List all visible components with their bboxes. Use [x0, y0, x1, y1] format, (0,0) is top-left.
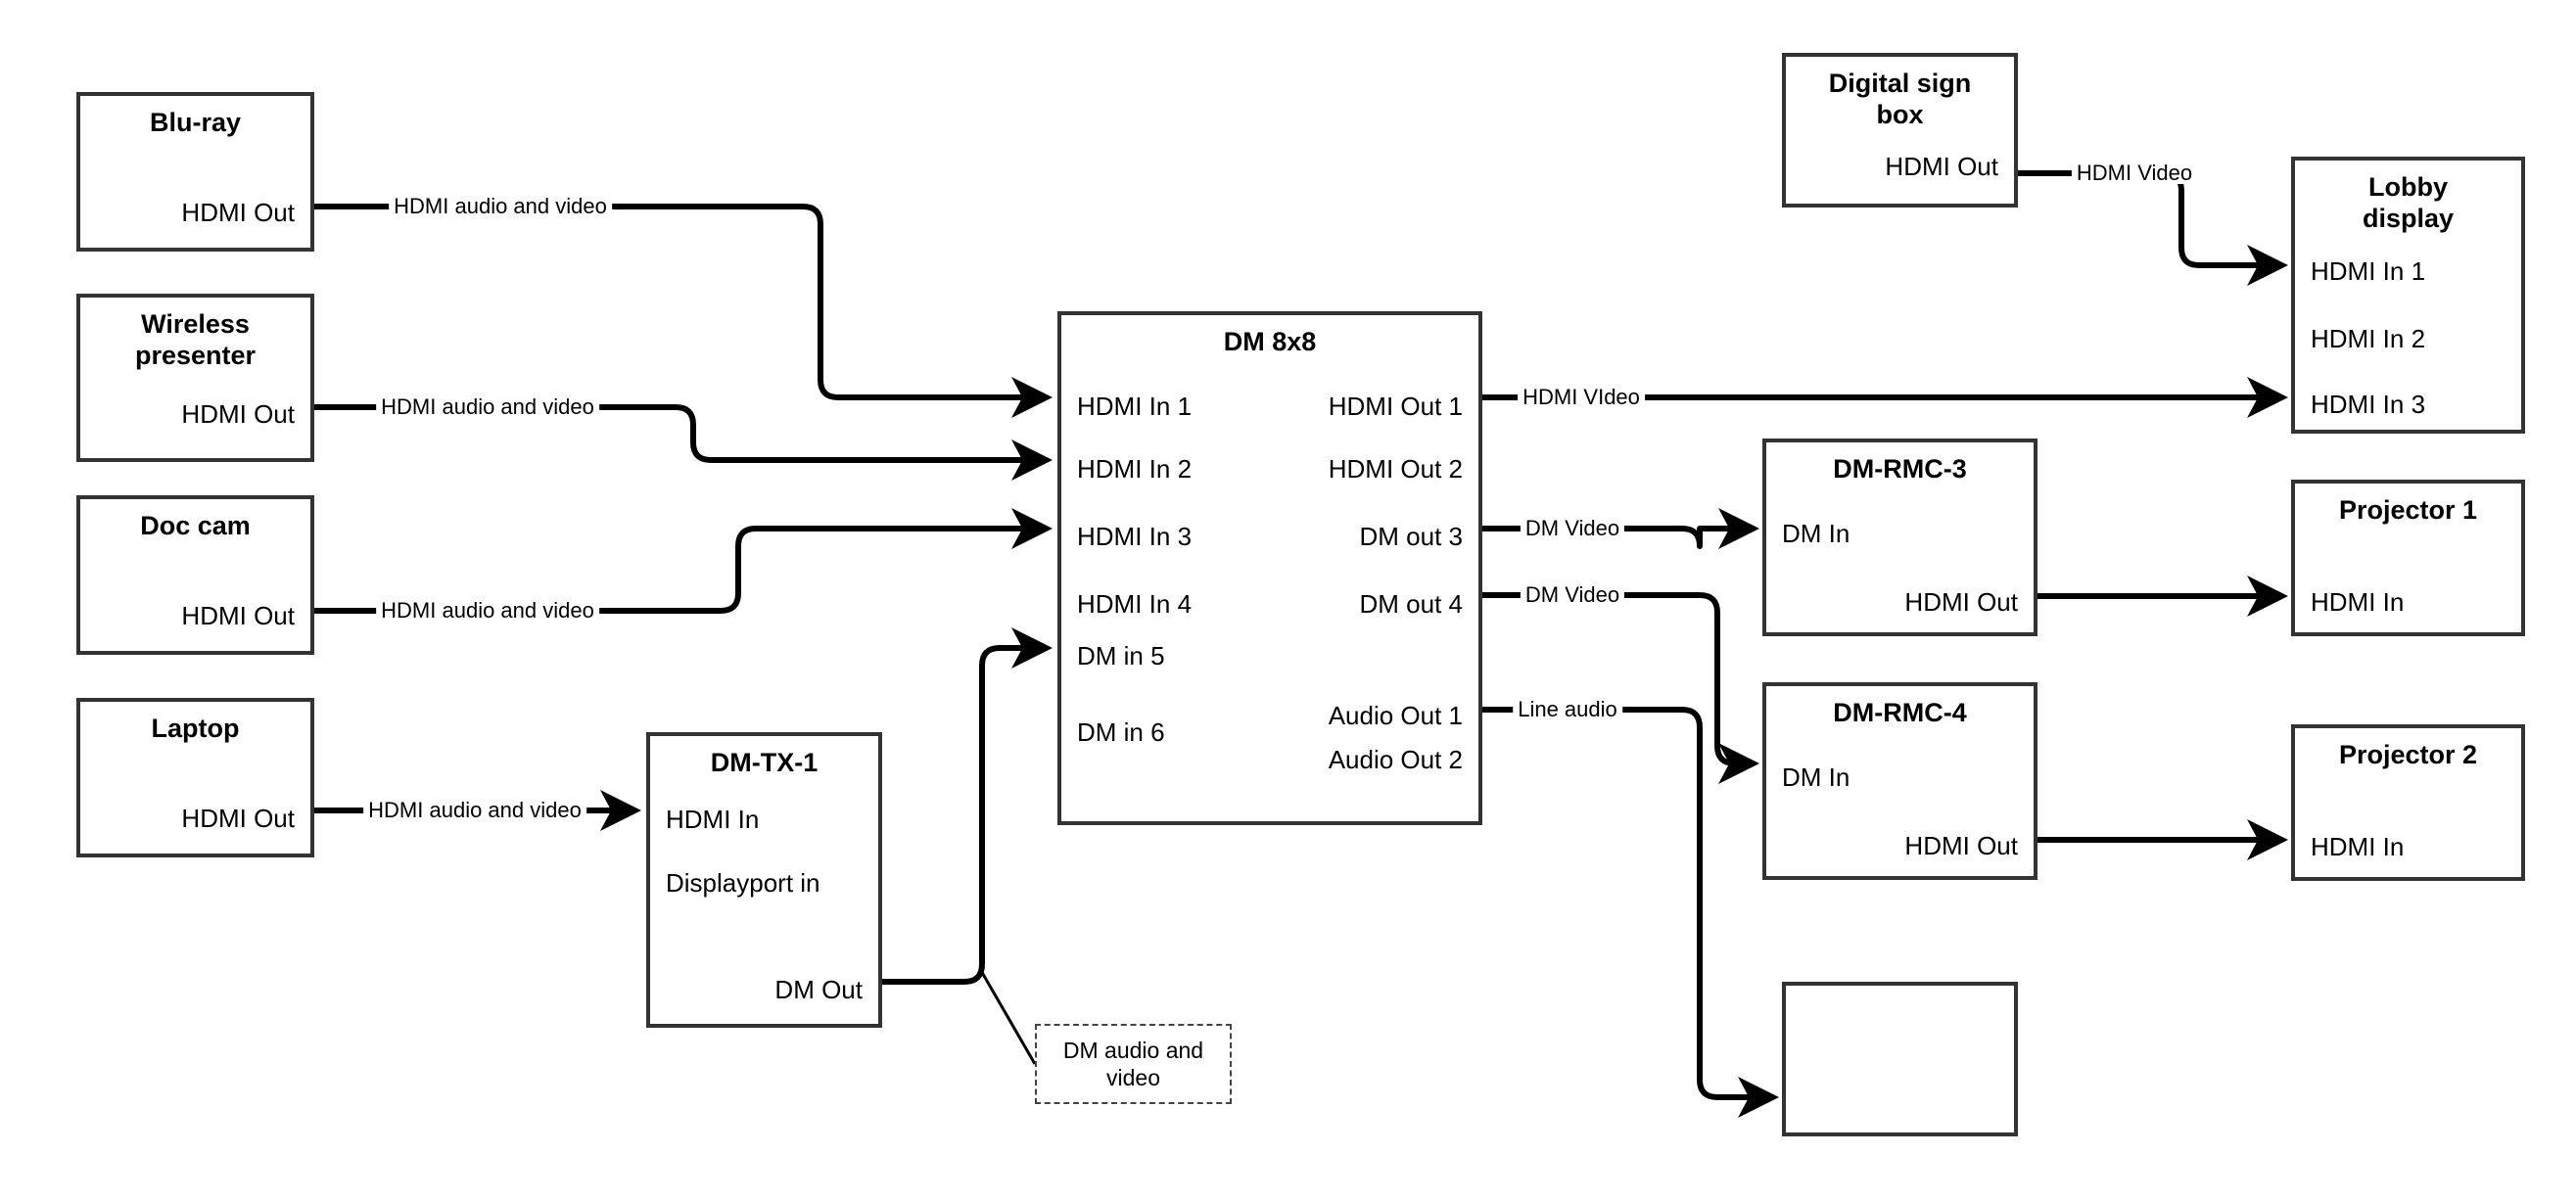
port-doccam-hdmi-out[interactable]: HDMI Out — [181, 601, 295, 630]
port-lobby-hdmi-in-3[interactable]: HDMI In 3 — [2311, 390, 2426, 419]
node-title: DM-RMC-3 — [1833, 454, 1967, 484]
wire-dm8x8-to-rmc4 — [1482, 592, 1759, 784]
port-laptop-hdmi-out[interactable]: HDMI Out — [181, 804, 295, 833]
wire-label-dm-out-4: DM Video — [1520, 584, 1625, 606]
node-amplifier[interactable] — [1782, 982, 2018, 1136]
port-dm8x8-dm-in-5[interactable]: DM in 5 — [1077, 641, 1165, 670]
node-lobby-display[interactable]: Lobby display HDMI In 1 HDMI In 2 HDMI I… — [2291, 157, 2525, 434]
node-title: Wireless presenter — [134, 309, 257, 370]
port-dm8x8-dm-out-3[interactable]: DM out 3 — [1359, 522, 1464, 551]
node-title: DM-RMC-4 — [1833, 698, 1967, 727]
wire-label-dm-out-3: DM Video — [1520, 518, 1625, 539]
port-dm8x8-audio-out-2[interactable]: Audio Out 2 — [1328, 745, 1463, 774]
wire-signbox-to-lobby — [2018, 170, 2288, 286]
port-dm8x8-hdmi-in-1[interactable]: HDMI In 1 — [1077, 392, 1193, 421]
node-dm-rmc-4[interactable]: DM-RMC-4 DM In HDMI Out — [1762, 682, 2037, 880]
node-title: Digital sign box — [1828, 69, 1972, 129]
node-title: Projector 2 — [2338, 740, 2478, 769]
port-rmc4-dm-in[interactable]: DM In — [1782, 762, 1850, 792]
node-title: DM 8x8 — [1223, 327, 1317, 356]
node-wireless-presenter[interactable]: Wireless presenter HDMI Out — [76, 294, 314, 462]
wire-label-signbox: HDMI Video — [2071, 162, 2198, 184]
node-title: DM-TX-1 — [710, 748, 819, 777]
port-proj2-hdmi-in[interactable]: HDMI In — [2311, 832, 2405, 861]
wire-label-hdmi-out-1: HDMI VIdeo — [1518, 387, 1645, 408]
port-wireless-hdmi-out[interactable]: HDMI Out — [181, 399, 295, 429]
port-dm8x8-hdmi-in-2[interactable]: HDMI In 2 — [1077, 454, 1193, 484]
node-title: Blu-ray — [149, 108, 242, 137]
port-dmtx1-dm-out[interactable]: DM Out — [774, 975, 863, 1004]
node-title: Laptop — [151, 714, 240, 743]
node-title: Lobby display — [2362, 172, 2455, 233]
wire-bluray-to-dm8x8 — [314, 204, 1053, 418]
node-doc-cam[interactable]: Doc cam HDMI Out — [76, 495, 314, 655]
port-dm8x8-hdmi-in-4[interactable]: HDMI In 4 — [1077, 589, 1193, 619]
port-dmtx1-displayport-in[interactable]: Displayport in — [666, 868, 820, 898]
port-rmc4-hdmi-out[interactable]: HDMI Out — [1904, 831, 2018, 860]
node-dm-8x8[interactable]: DM 8x8 HDMI In 1 HDMI In 2 HDMI In 3 HDM… — [1057, 311, 1482, 825]
port-dmtx1-hdmi-in[interactable]: HDMI In — [666, 805, 760, 834]
node-title: Doc cam — [140, 511, 251, 540]
wire-label-wireless: HDMI audio and video — [376, 396, 599, 418]
wire-label-audio-out-1: Line audio — [1513, 699, 1622, 720]
port-dm8x8-hdmi-out-1[interactable]: HDMI Out 1 — [1328, 392, 1463, 421]
wire-label-laptop: HDMI audio and video — [363, 800, 586, 821]
note-dm-audio-and-video: DM audio and video — [1035, 1024, 1232, 1104]
port-proj1-hdmi-in[interactable]: HDMI In — [2311, 587, 2405, 617]
port-signbox-hdmi-out[interactable]: HDMI Out — [1885, 152, 1998, 181]
node-dm-tx-1[interactable]: DM-TX-1 HDMI In Displayport in DM Out — [646, 732, 882, 1028]
port-lobby-hdmi-in-2[interactable]: HDMI In 2 — [2311, 324, 2426, 353]
node-projector-1[interactable]: Projector 1 HDMI In — [2291, 480, 2525, 636]
node-projector-2[interactable]: Projector 2 HDMI In — [2291, 724, 2525, 881]
port-bluray-hdmi-out[interactable]: HDMI Out — [181, 198, 295, 227]
wire-label-doccam: HDMI audio and video — [376, 600, 599, 622]
port-dm8x8-hdmi-out-2[interactable]: HDMI Out 2 — [1328, 454, 1463, 484]
port-dm8x8-dm-in-6[interactable]: DM in 6 — [1077, 717, 1165, 747]
port-dm8x8-hdmi-in-3[interactable]: HDMI In 3 — [1077, 522, 1193, 551]
port-lobby-hdmi-in-1[interactable]: HDMI In 1 — [2311, 256, 2426, 286]
port-rmc3-hdmi-out[interactable]: HDMI Out — [1904, 587, 2018, 617]
port-dm8x8-dm-out-4[interactable]: DM out 4 — [1359, 589, 1464, 619]
node-title: Projector 1 — [2338, 495, 2478, 525]
note-leader-line — [978, 968, 1037, 1065]
node-dm-rmc-3[interactable]: DM-RMC-3 DM In HDMI Out — [1762, 439, 2037, 636]
wire-dm8x8-to-amp — [1482, 707, 1779, 1118]
wire-label-bluray: HDMI audio and video — [389, 196, 612, 217]
port-rmc3-dm-in[interactable]: DM In — [1782, 519, 1850, 548]
port-dm8x8-audio-out-1[interactable]: Audio Out 1 — [1328, 701, 1463, 730]
node-laptop[interactable]: Laptop HDMI Out — [76, 698, 314, 857]
node-bluray[interactable]: Blu-ray HDMI Out — [76, 92, 314, 252]
node-digital-sign-box[interactable]: Digital sign box HDMI Out — [1782, 53, 2018, 208]
wire-dmtx1-to-dm8x8 — [882, 627, 1053, 985]
